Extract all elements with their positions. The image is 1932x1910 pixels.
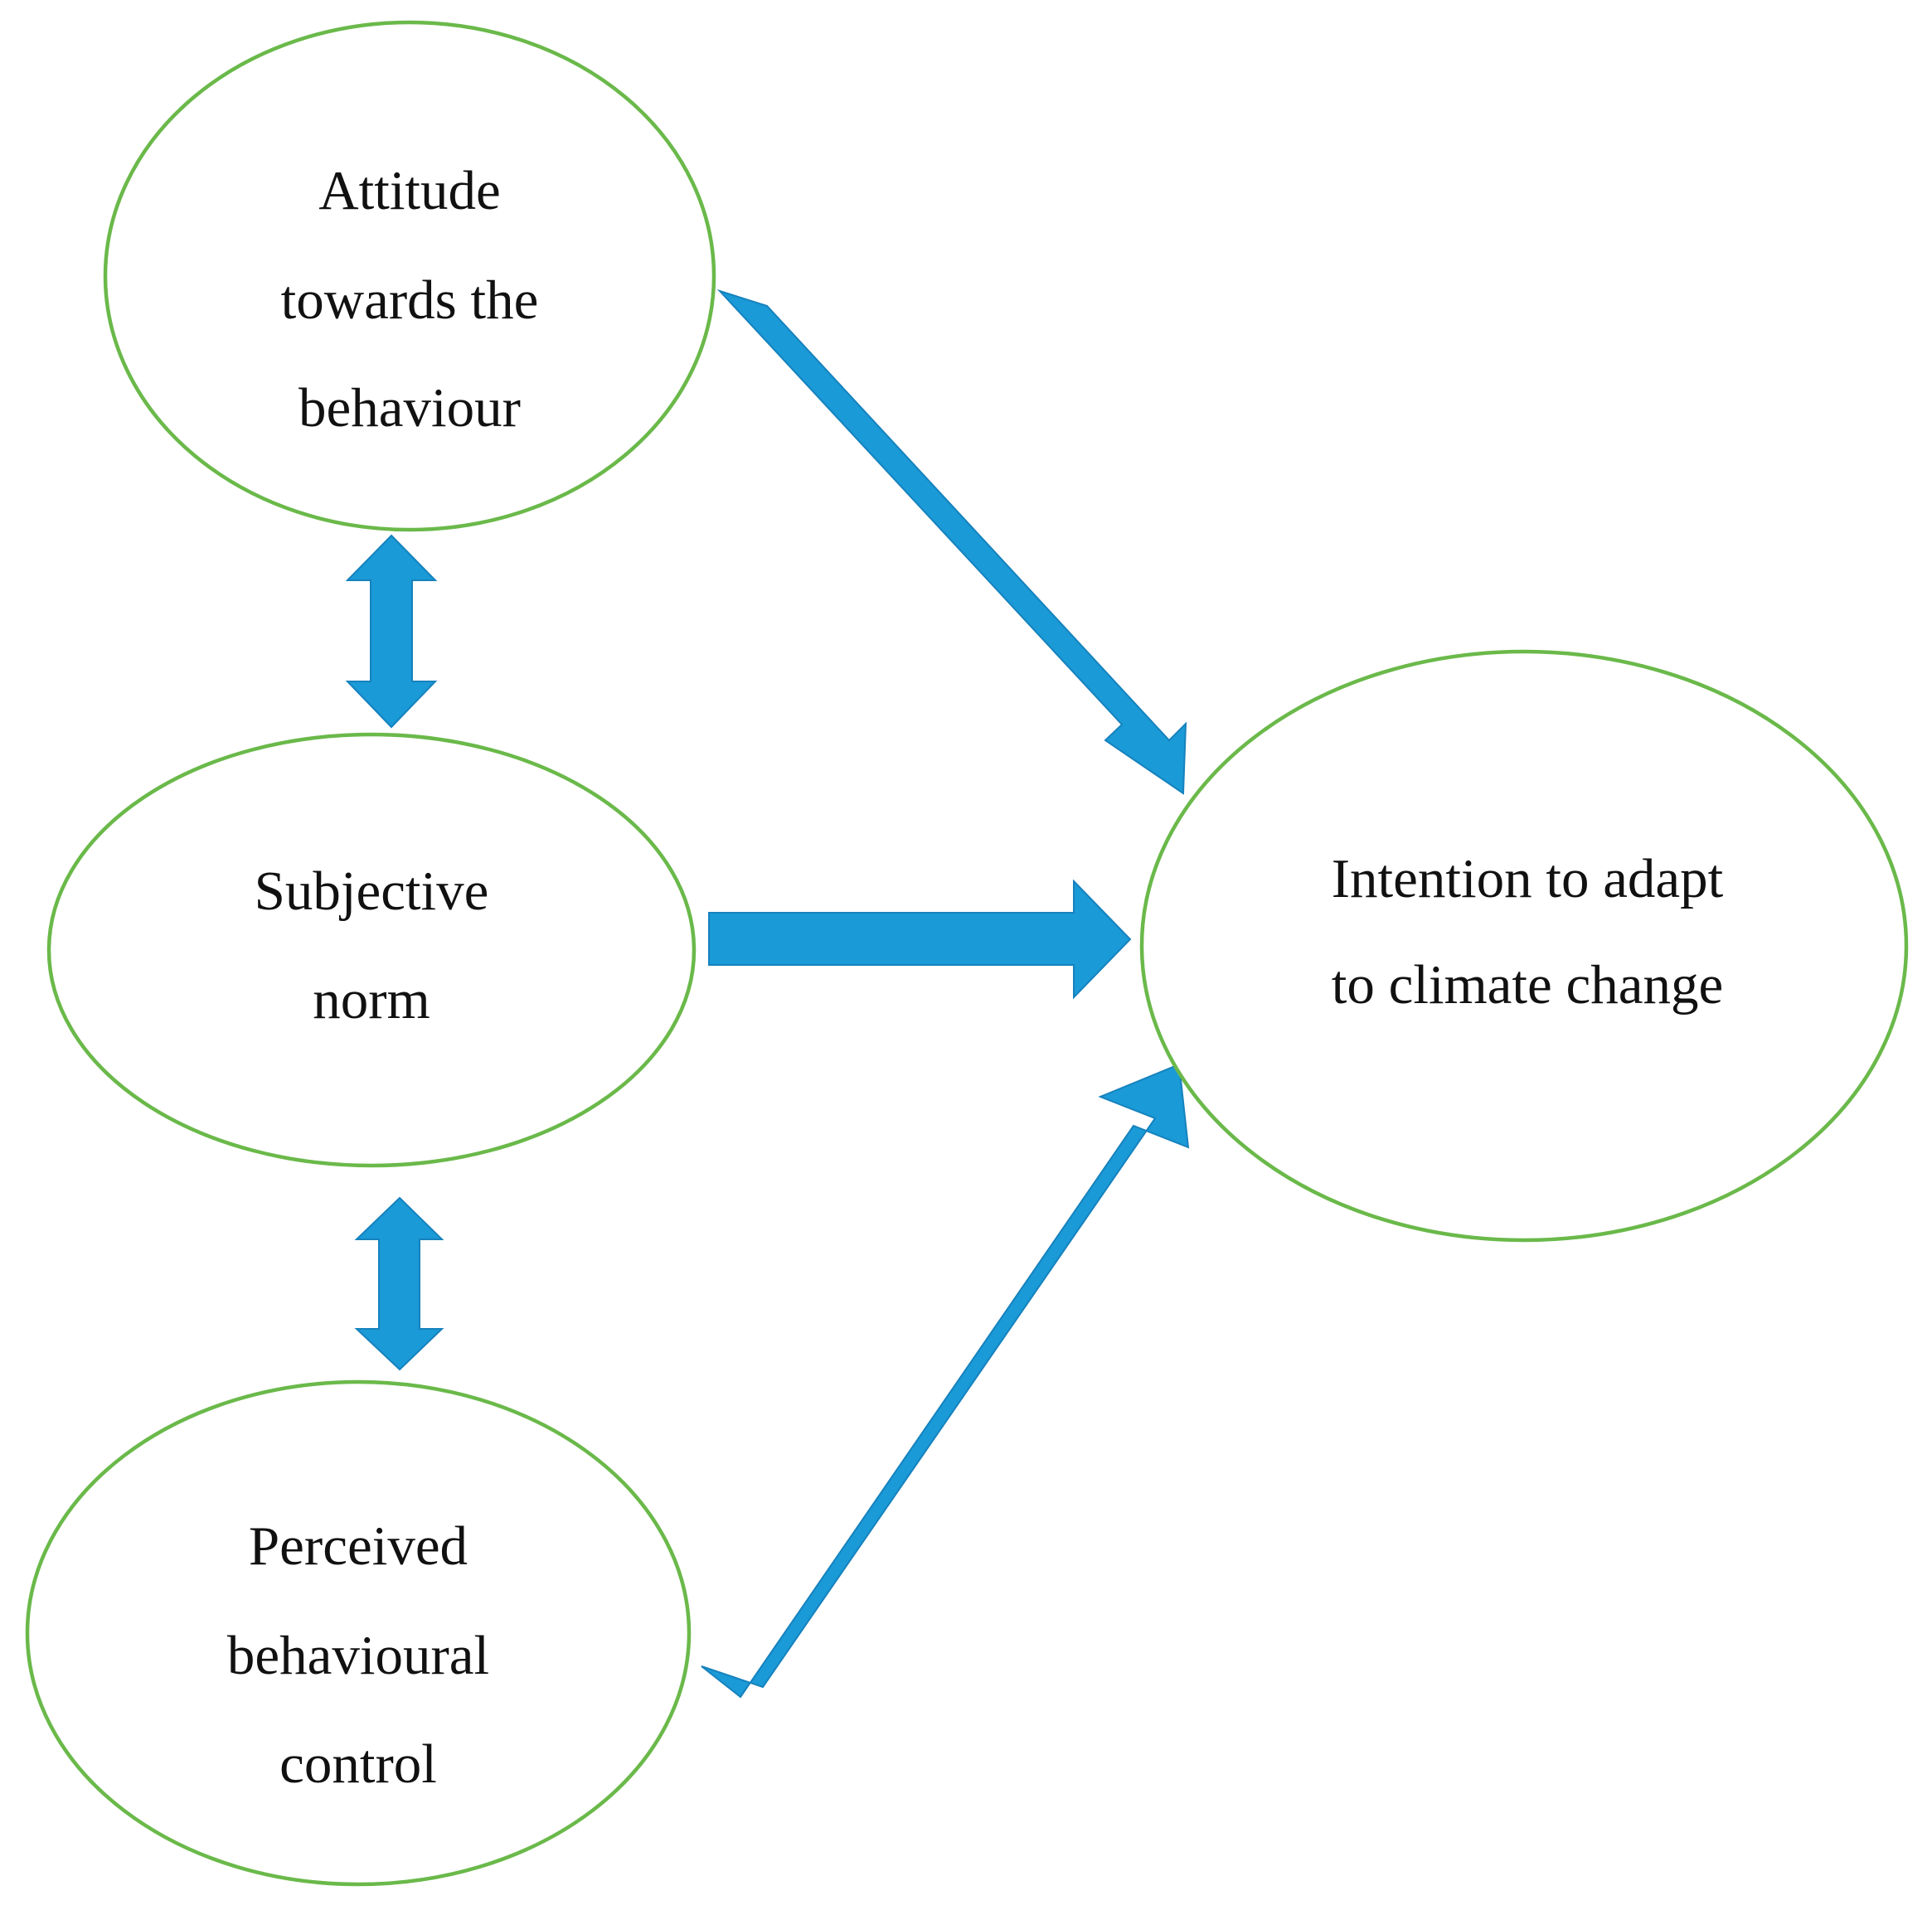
node-perceived-control: Perceived behavioural control — [25, 1379, 692, 1887]
node-intention-ellipse — [1139, 649, 1909, 1243]
node-perceived-control-ellipse — [25, 1379, 692, 1887]
node-attitude: Attitude towards the behaviour — [103, 20, 716, 532]
arrow-attitude-to-intention — [716, 288, 1187, 795]
node-subjective-norm-line-1: Subjective — [255, 860, 489, 922]
node-subjective-norm-ellipse — [46, 732, 697, 1168]
arrow-subjective-norm-perceived-control-bidirectional — [354, 1196, 444, 1371]
node-perceived-control-line-3: control — [279, 1733, 437, 1795]
arrow-attitude-subjective-norm-bidirectional — [345, 534, 438, 729]
node-subjective-norm-line-2: norm — [313, 969, 430, 1030]
node-intention-line-2: to climate change — [1332, 954, 1724, 1016]
node-attitude-line-2: towards the — [281, 269, 539, 331]
node-attitude-line-1: Attitude — [318, 160, 501, 221]
node-intention-line-1: Intention to adapt — [1332, 848, 1724, 909]
node-perceived-control-line-2: behavioural — [227, 1625, 489, 1686]
arrow-subjective-norm-to-intention — [708, 879, 1132, 1000]
node-intention: Intention to adapt to climate change — [1139, 649, 1909, 1243]
arrow-perceived-control-to-intention — [701, 1063, 1190, 1699]
node-perceived-control-line-1: Perceived — [249, 1515, 468, 1577]
node-subjective-norm: Subjective norm — [46, 732, 697, 1168]
node-attitude-line-3: behaviour — [299, 377, 521, 439]
node-attitude-ellipse — [103, 20, 716, 532]
